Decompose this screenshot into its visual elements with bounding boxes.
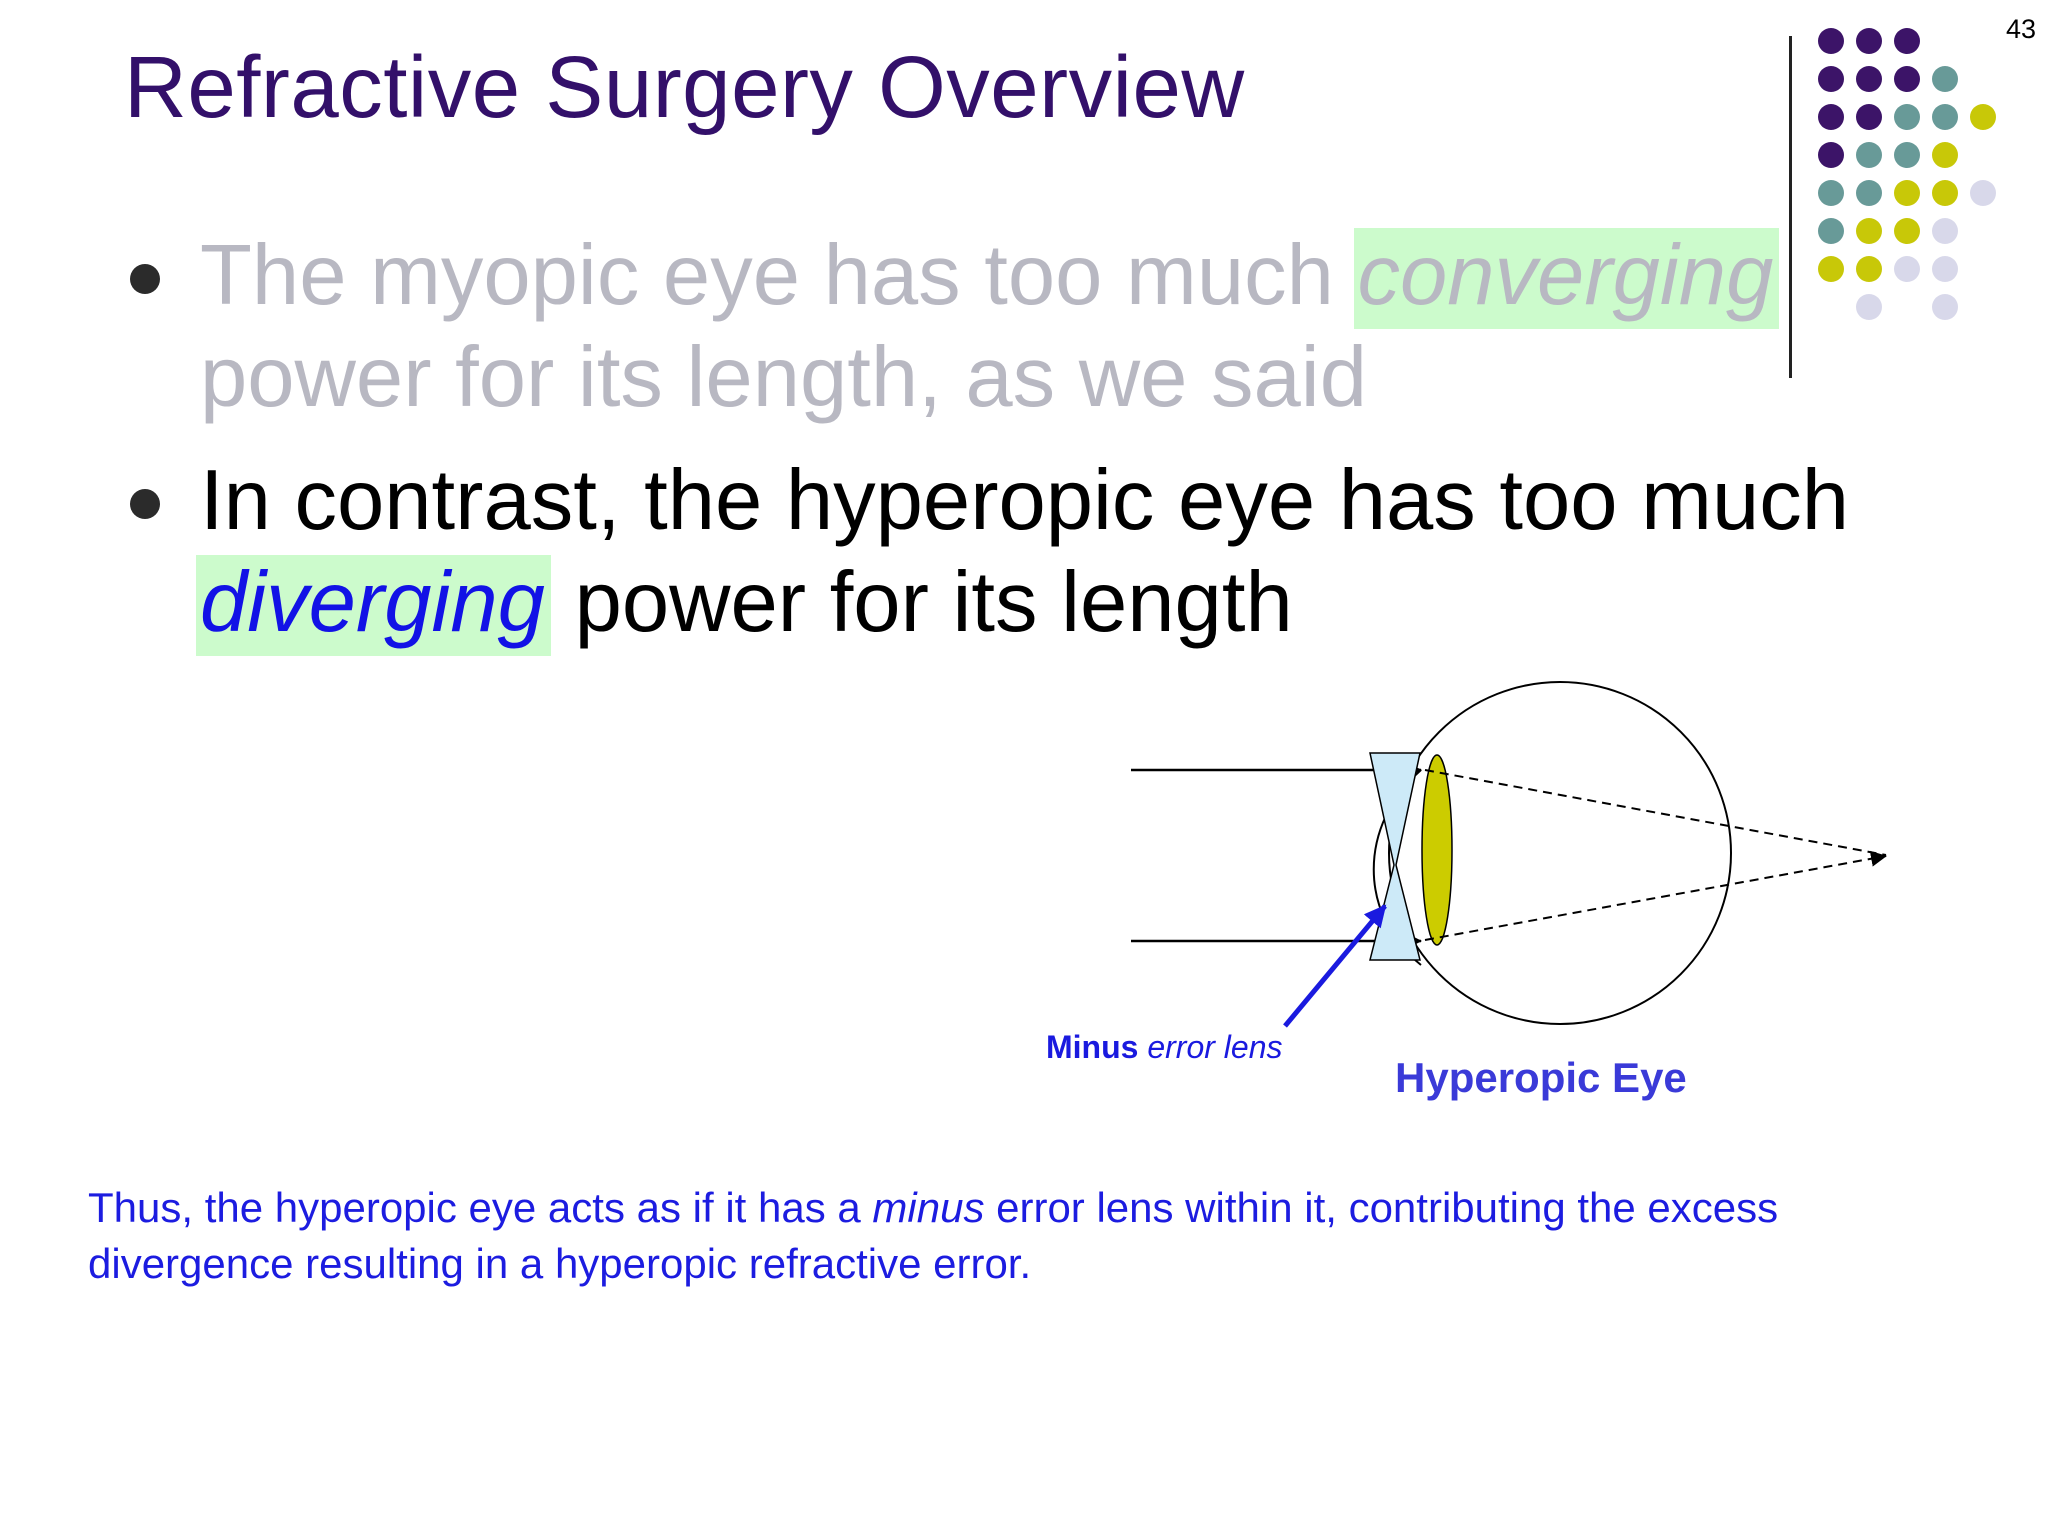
decorative-dot <box>1818 256 1844 282</box>
highlight-diverging: diverging <box>196 555 551 656</box>
decorative-dot <box>1894 256 1920 282</box>
bullet-marker <box>130 264 160 294</box>
decorative-dot <box>1932 180 1958 206</box>
minus-label-bold: Minus <box>1046 1029 1138 1065</box>
decorative-dot <box>1856 256 1882 282</box>
decorative-dot <box>1894 180 1920 206</box>
decorative-dot-grid <box>1818 28 2048 338</box>
decorative-dot <box>1932 294 1958 320</box>
decorative-dot <box>1856 142 1882 168</box>
summary-caption: Thus, the hyperopic eye acts as if it ha… <box>88 1180 1908 1292</box>
decorative-dot <box>1894 142 1920 168</box>
decorative-dot <box>1818 142 1844 168</box>
bullet-1-line-2: power for its length, as we said <box>200 330 1367 425</box>
hyperopic-eye-diagram: Minus error lens Hyperopic Eye <box>1046 681 1887 1101</box>
slide-title: Refractive Surgery Overview <box>124 39 1245 136</box>
bullet-marker <box>130 489 160 519</box>
decorative-dot <box>1932 66 1958 92</box>
minus-lens-label: Minus error lens <box>1046 1029 1282 1065</box>
caption-after: error lens within it, contributing the e… <box>88 1184 1779 1287</box>
decorative-dot <box>1970 104 1996 130</box>
decorative-dot <box>1894 218 1920 244</box>
bullet-2-line-1: In contrast, the hyperopic eye has too m… <box>200 453 1849 548</box>
decorative-dot <box>1818 218 1844 244</box>
decorative-dot <box>1856 218 1882 244</box>
diverging-ray-top <box>1424 769 1887 856</box>
bullet-1-line-1: The myopic eye has too much converging <box>200 225 1780 329</box>
decorative-dot <box>1932 142 1958 168</box>
decorative-dot <box>1932 104 1958 130</box>
decorative-dot <box>1932 218 1958 244</box>
bullet-2-text: power for its length <box>550 555 1293 650</box>
bullet-2-line-2: diverging power for its length <box>196 552 1293 656</box>
caption-before: Thus, the hyperopic eye acts as if it ha… <box>88 1184 873 1231</box>
decorative-dot <box>1856 180 1882 206</box>
decorative-dot <box>1932 256 1958 282</box>
decorative-dot <box>1856 104 1882 130</box>
highlight-converging: converging <box>1353 228 1780 329</box>
caption-emphasis: minus <box>872 1184 985 1231</box>
title-divider-line <box>1789 36 1792 378</box>
decorative-dot <box>1894 104 1920 130</box>
diverging-ray-bottom <box>1424 850 1887 941</box>
hyperopic-eye-label: Hyperopic Eye <box>1395 1054 1687 1101</box>
decorative-dot <box>1894 66 1920 92</box>
decorative-dot <box>1894 28 1920 54</box>
minus-label-italic: error lens <box>1138 1029 1282 1065</box>
minus-lens-pointer-arrow <box>1283 904 1387 1028</box>
decorative-dot <box>1818 66 1844 92</box>
slide-number: 43 <box>2005 14 2036 44</box>
bullet-1-text: The myopic eye has too much <box>200 228 1358 323</box>
crystalline-lens <box>1421 754 1453 946</box>
decorative-dot <box>1970 180 1996 206</box>
eyeball-outline <box>1388 681 1732 1025</box>
decorative-dot <box>1818 104 1844 130</box>
decorative-dot <box>1818 28 1844 54</box>
minus-error-lens <box>1369 752 1421 961</box>
decorative-dot <box>1856 294 1882 320</box>
decorative-dot <box>1856 28 1882 54</box>
decorative-dot <box>1818 180 1844 206</box>
decorative-dot <box>1856 66 1882 92</box>
